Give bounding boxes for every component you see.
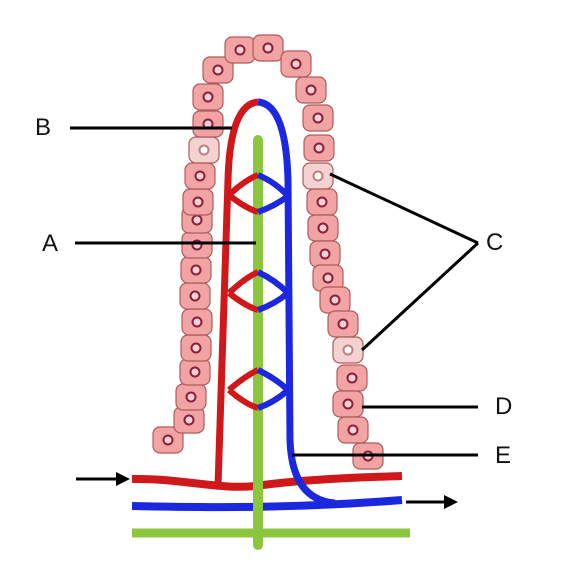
cell-nucleus [190, 342, 202, 354]
epithelial-cell [152, 426, 184, 454]
epithelial-cell [184, 162, 216, 190]
cell-nucleus [212, 64, 224, 76]
epithelial-cell [181, 231, 213, 259]
cell-nucleus [316, 196, 328, 208]
outflow-arrow-head [444, 495, 458, 509]
epithelial-cell [175, 383, 207, 411]
epithelial-cell [180, 256, 212, 284]
venule [257, 98, 336, 507]
capillary-red-2 [226, 269, 260, 296]
base-arteriole-vessel [131, 472, 403, 491]
epithelial-cell [181, 308, 213, 336]
base-venule-vessel [131, 496, 403, 512]
epithelial-cell [319, 286, 351, 314]
cell-nucleus [329, 294, 341, 306]
cell-nucleus [191, 316, 203, 328]
capillary-blue-2 [256, 269, 291, 296]
capillary-blue-2b [256, 290, 290, 313]
epithelial-cell [179, 282, 211, 310]
cell-nucleus [347, 424, 359, 436]
cell-nucleus [290, 58, 302, 70]
capillary-blue-3b [256, 387, 291, 411]
epithelial-cell [309, 240, 341, 268]
label-c: C [486, 229, 504, 256]
cell-nucleus [337, 318, 349, 330]
cell-nucleus [312, 170, 324, 182]
cell-nucleus [183, 414, 195, 426]
cell-nucleus [189, 366, 201, 378]
capillary-red-1 [226, 172, 260, 198]
inflow-arrow-head [116, 472, 130, 486]
arteriole [214, 98, 259, 487]
capillary-red-3 [227, 367, 260, 393]
capillary-blue-1 [256, 172, 291, 199]
capillary-red-3b [227, 387, 259, 411]
cell-nucleus [322, 272, 334, 284]
epithelial-cell [307, 214, 339, 242]
epithelial-cell [173, 406, 205, 434]
epithelial-cell [192, 83, 224, 111]
cell-nucleus [198, 144, 210, 156]
cell-nucleus [319, 248, 331, 260]
cell-nucleus [313, 142, 325, 154]
epithelial-cell [224, 36, 256, 64]
epithelial-cell [182, 188, 214, 216]
arrow-right-icon [406, 495, 458, 509]
cell-nucleus [192, 196, 204, 208]
epithelial-cell [179, 358, 211, 386]
base-vessels [131, 472, 410, 538]
cell-nucleus [194, 170, 206, 182]
capillary-red-2b [227, 290, 259, 313]
epithelial-cell [312, 264, 344, 292]
arrow-right-icon [76, 472, 130, 486]
epithelial-cell [306, 188, 338, 216]
epithelial-cell [280, 50, 312, 78]
cell-nucleus [342, 344, 354, 356]
epithelial-cell [302, 104, 334, 132]
cell-nucleus [305, 84, 317, 96]
label-d: D [495, 393, 513, 420]
epithelial-cell [336, 364, 368, 392]
epithelial-cell [327, 310, 359, 338]
cell-nucleus [234, 44, 246, 56]
label-e: E [495, 442, 512, 469]
cell-nucleus [342, 398, 354, 410]
label-b: B [35, 114, 52, 141]
cell-nucleus [317, 222, 329, 234]
cell-nucleus [262, 42, 274, 54]
cell-nucleus [346, 372, 358, 384]
epithelial-cell [252, 34, 284, 62]
epithelial-cell [332, 390, 364, 418]
cell-nucleus [190, 264, 202, 276]
cell-nucleus [185, 391, 197, 403]
cell-nucleus [312, 112, 324, 124]
pointer-line-c-lower [360, 241, 480, 352]
epithelial-cell [337, 416, 369, 444]
capillary-blue-1b [256, 193, 290, 215]
goblet-cell [302, 162, 334, 190]
epithelial-cell [295, 76, 327, 104]
epithelial-cell [202, 56, 234, 84]
cell-nucleus [162, 434, 174, 446]
epithelial-cell [180, 334, 212, 362]
pointer-lines [70, 126, 480, 457]
goblet-cell [332, 336, 364, 364]
epithelial-cell [192, 110, 224, 138]
cell-nucleus [191, 214, 203, 226]
pointer-line-c-upper [329, 172, 479, 245]
capillary-network [226, 172, 291, 411]
label-a: A [42, 230, 59, 257]
epithelial-cell-layer [152, 34, 384, 470]
cell-nucleus [202, 91, 214, 103]
goblet-cell [188, 136, 220, 164]
capillary-red-1b [227, 192, 259, 215]
epithelial-cell [303, 134, 335, 162]
cell-nucleus [189, 290, 201, 302]
